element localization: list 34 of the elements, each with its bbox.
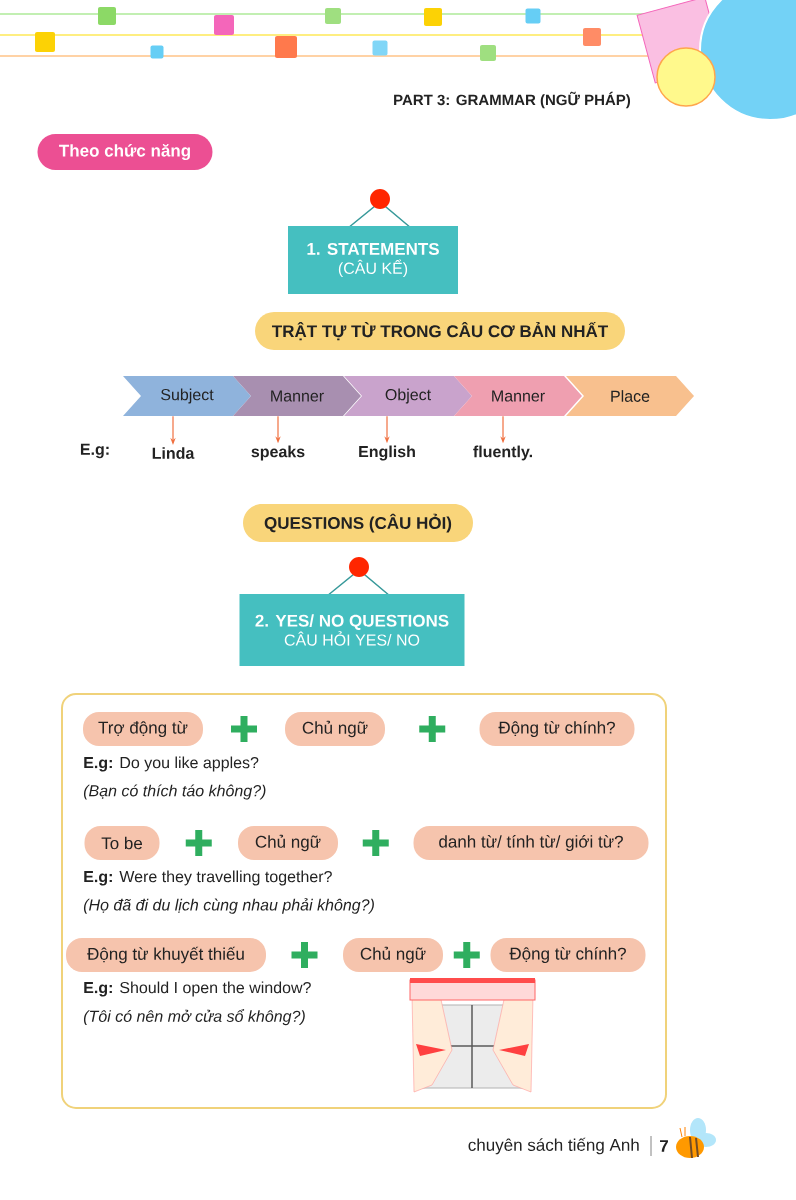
term-pill: danh từ/ tính từ/ giới từ? xyxy=(413,826,649,860)
term-pill: To be xyxy=(84,826,160,860)
hanging-sign: 2. YES/ NO QUESTIONS CÂU HỎI YES/ NO xyxy=(239,557,465,666)
term-pill: Động từ khuyết thiếu xyxy=(66,938,266,972)
chevron-step: Place xyxy=(566,376,694,416)
term-pill: Chủ ngữ xyxy=(238,826,338,860)
term-pill: Trợ động từ xyxy=(83,712,203,746)
example-sentence: E.g: Do you like apples? xyxy=(84,756,259,772)
term-pill: Chủ ngữ xyxy=(343,938,443,972)
example-sentence: E.g: Should I open the window? xyxy=(84,981,311,997)
hanging-sign: 1. STATEMENTS (CÂU KỂ) xyxy=(288,189,458,294)
example-label: E.g: xyxy=(80,443,109,459)
term-pill: Chủ ngữ xyxy=(285,712,385,746)
translation: (Tôi có nên mở cửa sổ không?) xyxy=(83,1008,305,1026)
translation: (Họ đã đi du lịch cùng nhau phải không?) xyxy=(83,898,374,914)
example-word: Linda xyxy=(152,447,195,459)
example-word: speaks xyxy=(251,445,305,461)
part-heading: PART 3: GRAMMAR (NGỮ PHÁP) xyxy=(394,91,631,109)
example-word: fluently. xyxy=(473,445,532,461)
page-number: 7 xyxy=(660,1140,668,1152)
heading-pill: TRẬT TỰ TỪ TRONG CÂU CƠ BẢN NHẤT xyxy=(255,312,625,350)
chevron-step: Manner xyxy=(454,376,582,416)
chevron-step: Subject xyxy=(123,376,251,416)
chevron-step: Manner xyxy=(233,376,361,416)
term-pill: Động từ chính? xyxy=(479,712,635,746)
example-word: English xyxy=(359,445,415,461)
heading-pill: QUESTIONS (CÂU HỎI) xyxy=(243,504,473,542)
chevron-step: Object xyxy=(344,376,472,416)
term-pill: Động từ chính? xyxy=(490,938,646,972)
translation: (Bạn có thích táo không?) xyxy=(83,784,266,800)
label-pill: Theo chức năng xyxy=(37,134,213,170)
footer-text: chuyên sách tiếng Anh xyxy=(468,1137,639,1155)
example-frame xyxy=(61,693,667,1109)
example-sentence: E.g: Were they travelling together? xyxy=(84,870,332,886)
